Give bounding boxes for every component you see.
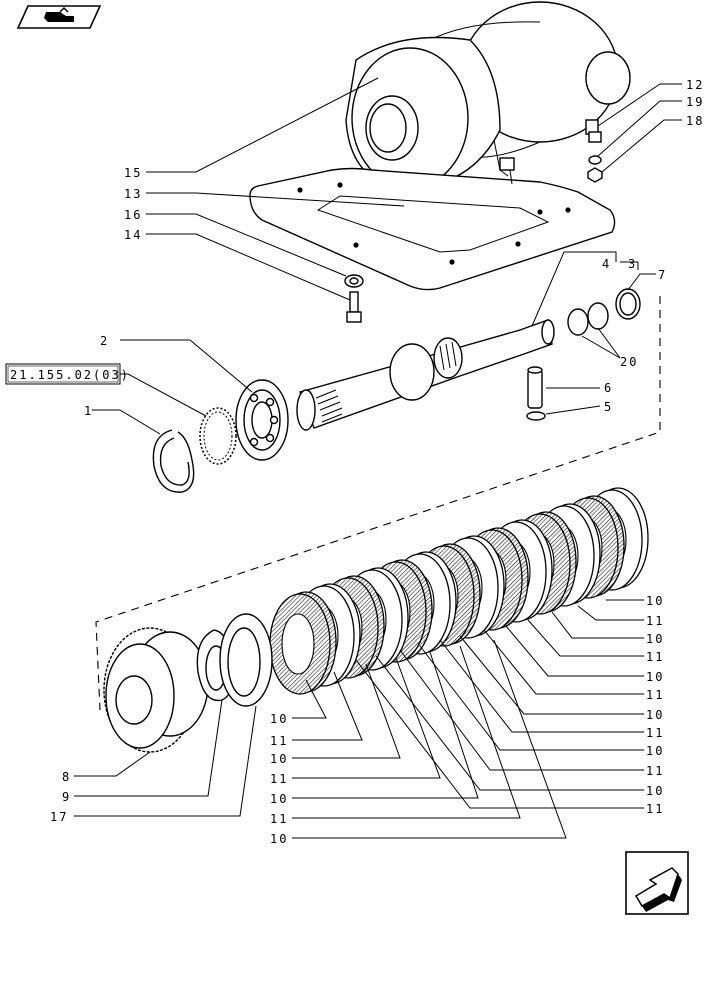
callout-11f: 11 bbox=[646, 688, 664, 702]
callout-12: 12 bbox=[686, 78, 704, 92]
callout-11b: 11 bbox=[270, 772, 288, 786]
callout-11c: 11 bbox=[270, 812, 288, 826]
callout-10j: 10 bbox=[646, 784, 664, 798]
assembly-dashed-outline bbox=[95, 296, 661, 711]
thrust-ring bbox=[219, 613, 273, 707]
callout-5: 5 bbox=[604, 400, 613, 414]
converter-housing-assembly bbox=[249, 1, 631, 291]
callout-3: 3 bbox=[628, 257, 637, 271]
leader-lines bbox=[74, 77, 682, 839]
callout-11a: 11 bbox=[270, 734, 288, 748]
callout-16: 16 bbox=[124, 208, 142, 222]
callout-7: 7 bbox=[658, 268, 667, 282]
ball-bearing bbox=[235, 379, 289, 461]
callout-13: 13 bbox=[124, 187, 142, 201]
book-hand-icon[interactable] bbox=[16, 5, 102, 29]
back-arrow-icon[interactable] bbox=[625, 851, 689, 915]
callout-17: 17 bbox=[50, 810, 68, 824]
callout-1: 1 bbox=[84, 404, 93, 418]
callout-11i: 11 bbox=[646, 802, 664, 816]
callout-9: 9 bbox=[62, 790, 71, 804]
callout-2: 2 bbox=[100, 334, 109, 348]
callout-10f: 10 bbox=[646, 632, 664, 646]
callout-15: 15 bbox=[124, 166, 142, 180]
callout-11h: 11 bbox=[646, 764, 664, 778]
callout-8: 8 bbox=[62, 770, 71, 784]
callout-19: 19 bbox=[686, 95, 704, 109]
callout-10i: 10 bbox=[646, 744, 664, 758]
callout-4: 4 bbox=[602, 257, 611, 271]
callout-11e: 11 bbox=[646, 650, 664, 664]
callout-11d: 11 bbox=[646, 614, 664, 628]
circlip bbox=[152, 429, 195, 493]
callout-11g: 11 bbox=[646, 726, 664, 740]
reference-label: 21.155.02(03) bbox=[10, 368, 130, 382]
seal-rings bbox=[567, 288, 641, 336]
callout-10g: 10 bbox=[646, 670, 664, 684]
pin-and-o-ring bbox=[526, 366, 546, 421]
callout-6: 6 bbox=[604, 381, 613, 395]
callout-10a: 10 bbox=[270, 712, 288, 726]
bolt-and-washer bbox=[344, 274, 364, 323]
main-shaft bbox=[296, 319, 555, 431]
callout-10d: 10 bbox=[270, 832, 288, 846]
clutch-disc-stack bbox=[269, 487, 649, 695]
callout-10c: 10 bbox=[270, 792, 288, 806]
callout-20: 20 bbox=[620, 355, 638, 369]
callout-10b: 10 bbox=[270, 752, 288, 766]
callout-labels: 15 13 16 14 12 19 18 4 3 7 20 6 5 2 1 8 … bbox=[50, 78, 704, 846]
ref-ring-dotted bbox=[199, 407, 237, 465]
callout-14: 14 bbox=[124, 228, 142, 242]
reference-link[interactable]: 21.155.02(03) bbox=[5, 363, 130, 385]
callout-10h: 10 bbox=[646, 708, 664, 722]
hardware-bolt-washer-nut bbox=[587, 131, 603, 183]
callout-10e: 10 bbox=[646, 594, 664, 608]
callout-18: 18 bbox=[686, 114, 704, 128]
clutch-disc bbox=[269, 591, 337, 695]
clutch-hub-gear bbox=[103, 627, 209, 753]
